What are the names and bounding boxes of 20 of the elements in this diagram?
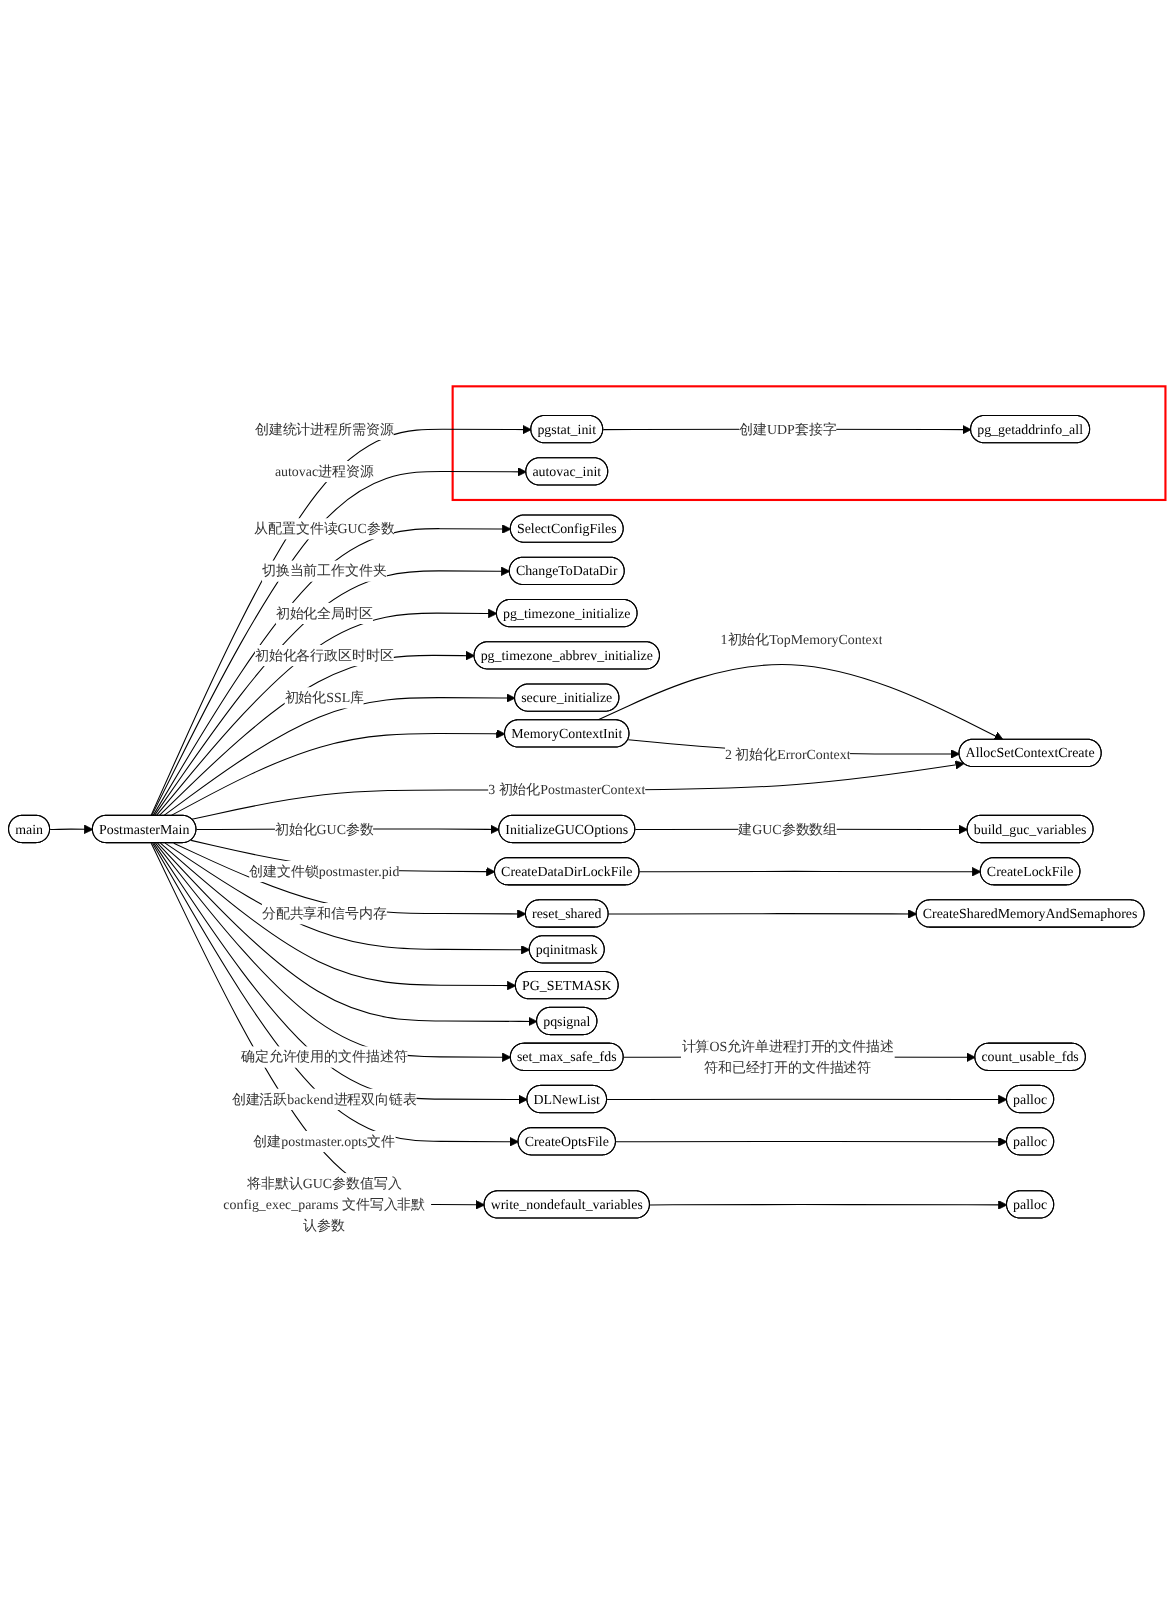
arrow: [154, 842, 512, 1062]
arrow: [608, 909, 918, 919]
arrow: [156, 842, 538, 1027]
arrow: [191, 760, 965, 820]
arrow: [158, 650, 475, 817]
arrow: [615, 1137, 1008, 1147]
arrow: [639, 867, 982, 877]
arrow: [606, 1094, 1008, 1105]
arrow: [152, 842, 519, 1147]
arrow: [153, 842, 528, 1105]
arrow: [162, 693, 516, 817]
arrow: [649, 1200, 1008, 1210]
arrow: [173, 842, 527, 919]
arrow: [169, 729, 506, 817]
arrow: [155, 608, 498, 817]
arrow: [596, 664, 1004, 741]
arrow: [49, 824, 94, 834]
arrow: [159, 842, 517, 991]
cluster: [451, 385, 1167, 502]
arrow: [164, 842, 531, 955]
